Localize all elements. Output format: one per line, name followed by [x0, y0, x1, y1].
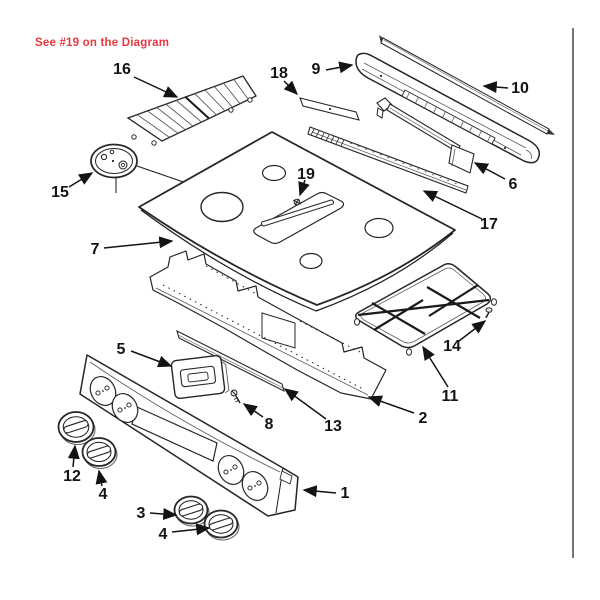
part-8-screw	[230, 389, 241, 404]
callout-18: 18	[270, 65, 288, 82]
callout-14: 14	[443, 338, 461, 355]
callout-12: 12	[63, 468, 81, 485]
knob-base	[111, 393, 139, 423]
callout-16: 16	[113, 61, 131, 78]
part-4-knob-a	[81, 437, 118, 469]
callout-13: 13	[324, 418, 342, 435]
callout-5: 5	[117, 341, 126, 358]
callout-10: 10	[511, 80, 529, 97]
part-11-burner-grate	[354, 263, 497, 356]
knob-base	[241, 471, 269, 501]
callout-1: 1	[341, 485, 350, 502]
part-19-screw	[292, 198, 302, 206]
part-4-knob-b	[203, 509, 240, 541]
callout-4b: 4	[159, 526, 168, 543]
knob-base	[89, 376, 117, 406]
part-16-griddle-grate	[126, 75, 257, 146]
part-2-burner-box	[149, 250, 387, 400]
callout-11: 11	[442, 388, 459, 405]
callout-4a: 4	[99, 486, 108, 503]
see-note: See #19 on the Diagram	[35, 37, 169, 49]
callout-labels: 16 18 9 10 15 7 19 6 17 14 11 2 13 8 5 1…	[51, 61, 529, 543]
part-10-trim-strip	[379, 35, 555, 135]
callout-8: 8	[265, 416, 274, 433]
callout-19: 19	[297, 166, 315, 183]
part-18-glass-strip	[299, 97, 360, 121]
callout-6: 6	[509, 176, 518, 193]
part-6-bracket	[376, 97, 475, 174]
knob-base	[217, 455, 245, 485]
callout-2: 2	[419, 410, 428, 427]
callout-3: 3	[137, 505, 146, 522]
callout-7: 7	[91, 241, 100, 258]
part-12-knob	[57, 411, 96, 445]
part-5-display-module	[170, 354, 230, 400]
callout-17: 17	[480, 216, 498, 233]
part-7-cooktop	[138, 131, 456, 312]
part-9-vent-trim	[355, 52, 541, 164]
part-17-manifold-rail	[307, 126, 469, 194]
part-14-screw	[485, 307, 493, 319]
callout-15: 15	[51, 184, 69, 201]
part-15-burner	[90, 143, 225, 207]
callout-arrows	[67, 61, 509, 536]
part-1-control-panel	[79, 354, 299, 517]
callout-9: 9	[312, 61, 321, 78]
